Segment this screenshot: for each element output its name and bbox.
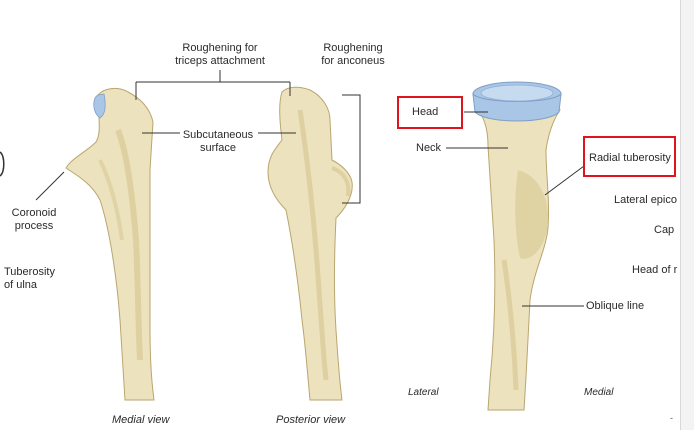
label-radial-tuberosity: Radial tuberosity <box>589 152 671 164</box>
caption-medial: Medial <box>584 387 614 398</box>
label-tuberosity-line1: Tuberosity <box>4 266 55 278</box>
label-coronoid-line2: process <box>14 220 54 232</box>
leader-lines <box>35 70 585 307</box>
label-roughening-anconeus-line2: for anconeus <box>321 55 385 67</box>
right-edge-scrollbar[interactable] <box>680 0 694 430</box>
ulna-posterior-view <box>267 86 353 401</box>
label-subcutaneous-surface: Subcutaneous surface <box>176 129 260 155</box>
label-tuberosity-line2: of ulna <box>4 279 38 291</box>
ulna-medial-view <box>65 87 155 401</box>
caption-medial-view: Medial view <box>112 414 170 426</box>
label-capitulum: Cap <box>654 224 675 236</box>
radius-bone <box>472 81 562 411</box>
label-roughening-anconeus-line1: Roughening <box>323 42 383 54</box>
label-roughening-triceps-line1: Roughening for <box>182 42 258 54</box>
cropped-edge-mark <box>0 151 5 177</box>
highlight-box-head <box>397 96 463 129</box>
label-head: Head <box>412 106 439 118</box>
label-tuberosity-of-ulna: Tuberosity of ulna <box>4 266 55 292</box>
label-neck: Neck <box>416 142 442 154</box>
label-coronoid-line1: Coronoid <box>11 207 57 219</box>
edge-dash: - <box>670 413 673 423</box>
label-coronoid-process: Coronoid process <box>6 207 62 233</box>
label-lateral-epicondyle: Lateral epico <box>614 194 677 206</box>
label-roughening-triceps-line2: triceps attachment <box>175 55 265 67</box>
caption-posterior-view: Posterior view <box>276 414 346 426</box>
label-head-of: Head of r <box>632 264 678 276</box>
label-roughening-anconeus: Roughening for anconeus <box>310 42 396 68</box>
label-subcutaneous-line1: Subcutaneous <box>182 129 254 141</box>
label-oblique-line: Oblique line <box>586 300 645 312</box>
caption-lateral: Lateral <box>408 387 439 398</box>
label-subcutaneous-line2: surface <box>199 142 237 154</box>
label-roughening-triceps: Roughening for triceps attachment <box>160 42 280 68</box>
highlight-box-radial-tuberosity <box>583 136 676 177</box>
